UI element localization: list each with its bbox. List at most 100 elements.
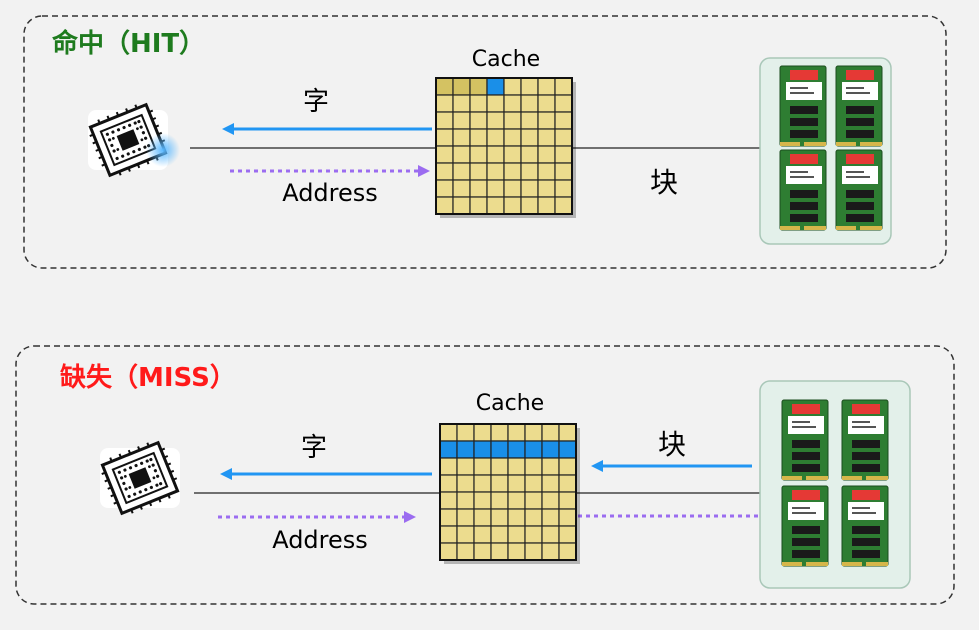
- cache-cell: [469, 196, 488, 215]
- cache-cell: [520, 145, 539, 164]
- cache-cell: [558, 457, 577, 476]
- cache-cell: [435, 162, 454, 181]
- cache-cell: [473, 474, 492, 493]
- cache-cell: [456, 525, 475, 544]
- cache-cell: [541, 440, 560, 459]
- cache-cell: [452, 162, 471, 181]
- cache-cell: [507, 457, 526, 476]
- cache-cell: [558, 423, 577, 442]
- cache-cell: [520, 179, 539, 198]
- cache-cell: [452, 111, 471, 130]
- miss-word-label: 字: [301, 433, 327, 463]
- cache-cell: [537, 196, 556, 215]
- cache-cell: [473, 440, 492, 459]
- hit-cpu-glow: [146, 133, 180, 167]
- cache-cell: [490, 457, 509, 476]
- cache-cell: [558, 474, 577, 493]
- cache-cell: [503, 94, 522, 113]
- cache-cell: [490, 440, 509, 459]
- cache-cell: [503, 162, 522, 181]
- cache-cell: [435, 128, 454, 147]
- cache-cell: [473, 542, 492, 561]
- cache-cell: [456, 440, 475, 459]
- cache-cell: [524, 457, 543, 476]
- cache-cell: [439, 525, 458, 544]
- cache-cell: [456, 491, 475, 510]
- hit-title: 命中（HIT）: [52, 28, 205, 59]
- cache-cell: [469, 111, 488, 130]
- cache-cell: [558, 440, 577, 459]
- cache-cell: [507, 491, 526, 510]
- cache-cell: [520, 162, 539, 181]
- cache-cell: [439, 457, 458, 476]
- cache-cell: [503, 111, 522, 130]
- cache-cell: [435, 196, 454, 215]
- cache-cell: [503, 179, 522, 198]
- cache-cell: [507, 440, 526, 459]
- cache-cell: [439, 542, 458, 561]
- cache-cell: [452, 179, 471, 198]
- cache-cell: [507, 542, 526, 561]
- cache-cell: [486, 179, 505, 198]
- cache-cell: [537, 111, 556, 130]
- cache-cell: [452, 145, 471, 164]
- cache-cell: [524, 491, 543, 510]
- cache-cell: [520, 77, 539, 96]
- cache-cell: [503, 145, 522, 164]
- hit-panel: 命中（HIT） 字 Address Cache 块: [23, 15, 947, 269]
- cache-cell: [524, 525, 543, 544]
- cache-cell: [490, 542, 509, 561]
- cache-cell: [435, 179, 454, 198]
- cache-border: [435, 77, 573, 215]
- cache-cell: [558, 491, 577, 510]
- cache-cell: [520, 94, 539, 113]
- cache-cell: [520, 196, 539, 215]
- cache-cell: [503, 128, 522, 147]
- cache-cell: [469, 179, 488, 198]
- cache-cell: [554, 111, 573, 130]
- cache-cell: [507, 423, 526, 442]
- cache-cell: [554, 179, 573, 198]
- hit-memory-modules-icon: [759, 57, 892, 245]
- cache-cell: [503, 196, 522, 215]
- cache-cell: [524, 508, 543, 527]
- cache-cell: [473, 423, 492, 442]
- hit-cache-label: Cache: [472, 47, 540, 72]
- cache-cell: [554, 196, 573, 215]
- cache-cell: [537, 94, 556, 113]
- cache-cell: [439, 474, 458, 493]
- cache-cell: [520, 111, 539, 130]
- miss-block-label: 块: [658, 428, 686, 461]
- miss-address-label: Address: [272, 526, 368, 554]
- cache-cell: [456, 423, 475, 442]
- cache-cell: [490, 491, 509, 510]
- hit-word-label: 字: [303, 87, 329, 117]
- cache-cell: [541, 542, 560, 561]
- cache-cell: [435, 145, 454, 164]
- cache-cell: [439, 491, 458, 510]
- cache-cell: [486, 145, 505, 164]
- miss-memory-modules-icon: [759, 380, 911, 589]
- cache-cell: [456, 457, 475, 476]
- cache-cell: [537, 162, 556, 181]
- cache-cell: [456, 542, 475, 561]
- cache-cell: [490, 525, 509, 544]
- cache-cell: [554, 94, 573, 113]
- cache-cell: [507, 508, 526, 527]
- cache-cell: [486, 162, 505, 181]
- cache-cell: [554, 77, 573, 96]
- cache-cell: [524, 440, 543, 459]
- miss-cache-grid: [439, 423, 580, 564]
- cache-cell: [486, 94, 505, 113]
- cache-cell: [524, 423, 543, 442]
- cache-cell: [537, 77, 556, 96]
- miss-title: 缺失（MISS）: [60, 363, 236, 393]
- cache-cell: [541, 525, 560, 544]
- cache-cell: [524, 542, 543, 561]
- hit-panel-border: [23, 15, 947, 269]
- cache-cell: [486, 196, 505, 215]
- cache-cell: [537, 145, 556, 164]
- cache-cell: [537, 179, 556, 198]
- cache-cell: [469, 128, 488, 147]
- cache-cell: [490, 474, 509, 493]
